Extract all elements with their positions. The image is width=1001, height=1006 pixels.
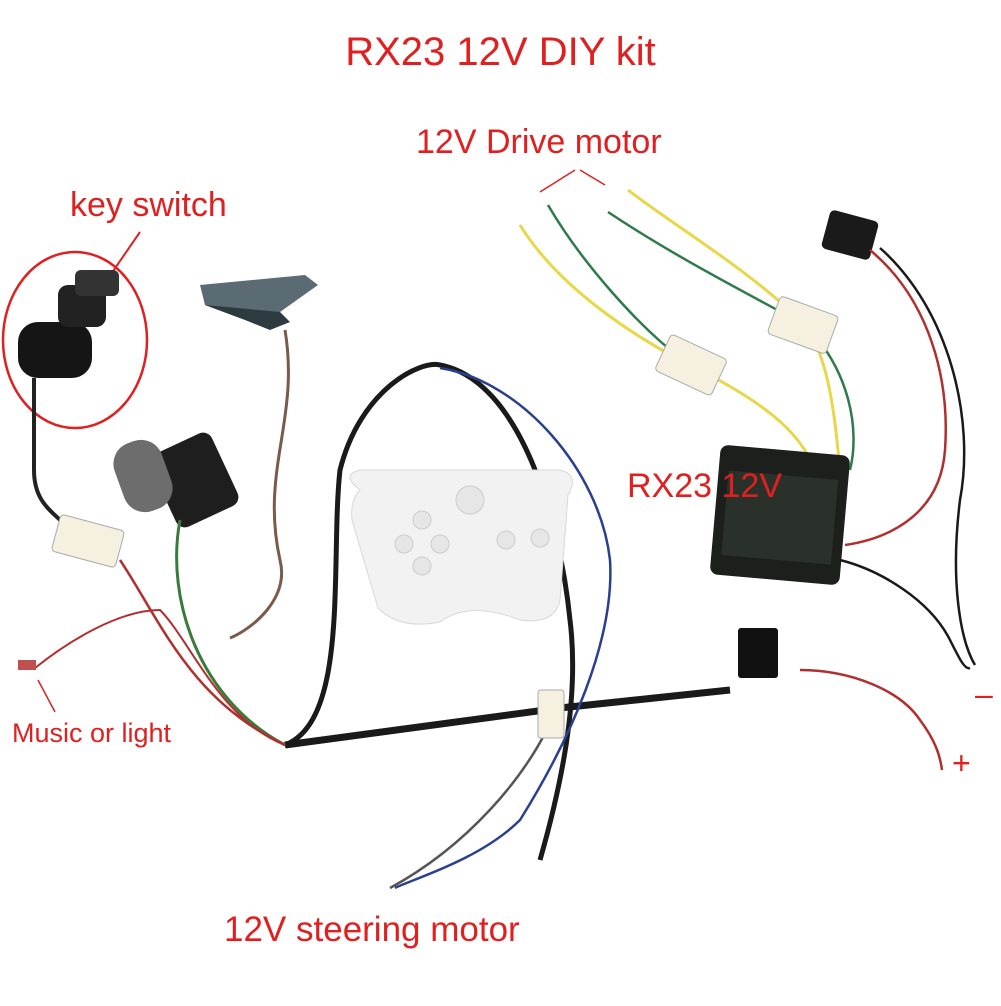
plug-twisted-wires (229, 329, 290, 640)
main-harness-trunk (284, 686, 731, 749)
key-switch-highlight-circle (1, 250, 149, 430)
remote-control-device (349, 469, 573, 625)
music-light-terminal (18, 660, 36, 670)
music-light-wire (34, 608, 286, 746)
page-title: RX23 12V DIY kit (345, 30, 656, 74)
key-switch-connector (51, 514, 125, 568)
main-harness-loop (284, 361, 576, 861)
power-plug-device (200, 275, 318, 330)
power-socket-device (821, 210, 879, 260)
blue-wire-bundle (394, 366, 612, 890)
drive-motor-label: 12V Drive motor (416, 123, 662, 161)
foot-pedal-switch (113, 432, 239, 528)
socket-red-wire (844, 249, 947, 547)
key-switch-label: key switch (70, 186, 227, 224)
battery-black-lead (839, 558, 971, 670)
harness-connector-block (738, 628, 778, 678)
negative-terminal-label: – (975, 676, 993, 712)
music-light-label: Music or light (12, 718, 172, 748)
positive-terminal-label: + (952, 745, 971, 781)
steering-connector (537, 689, 565, 739)
key-switch-device (18, 270, 119, 522)
drive-connector-left (655, 334, 727, 396)
steering-motor-label: 12V steering motor (224, 910, 520, 949)
drive-motor-pointer-line (539, 169, 576, 193)
rx23-controller-box (710, 445, 850, 585)
music-light-pointer-line (37, 679, 56, 713)
drive-motor-pointer-line-2 (579, 169, 606, 186)
socket-black-wire (879, 247, 977, 666)
drive-connector-right (767, 296, 839, 354)
controller-label: RX23 12V (627, 467, 782, 505)
battery-red-lead (799, 668, 944, 771)
pedal-wire-bundle (175, 519, 286, 747)
